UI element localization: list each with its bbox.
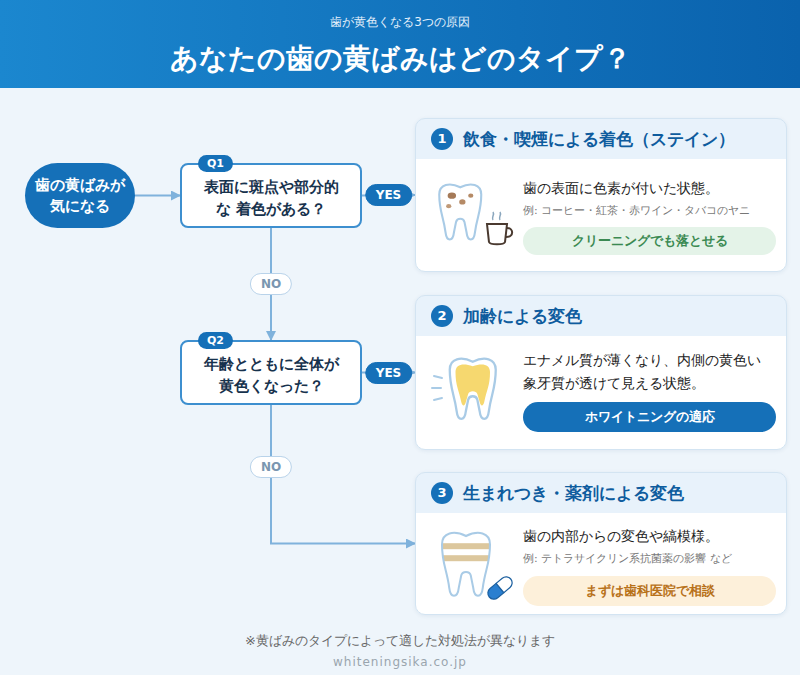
callout-number: 2 — [431, 305, 453, 327]
card-title: 生まれつき・薬剤による変色 — [463, 482, 776, 504]
number-text: 1 — [431, 128, 453, 150]
band-stripe — [436, 543, 496, 549]
no-label: NO — [250, 456, 292, 478]
question-text: 表面に斑点や部分的な 着色がある？ — [197, 176, 345, 220]
card-title: 加齢による変色 — [463, 305, 776, 327]
aged-tooth-illustration — [428, 354, 512, 432]
caption-note: ※黄ばみのタイプによって適した対処法が異なります — [0, 632, 800, 650]
card-example: 例: テトラサイクリン系抗菌薬の影響 など — [523, 551, 785, 567]
banded-tooth-illustration — [432, 526, 520, 608]
callout-number: 1 — [431, 128, 453, 150]
card-body: エナメル質が薄くなり、内側の黄色い 象牙質が透けて見える状態。 — [523, 349, 778, 395]
card-body: 歯の内部からの変色や縞模様。 — [523, 525, 778, 548]
cup-body — [487, 224, 507, 244]
action-text: クリーニングでも落とせる — [523, 227, 776, 255]
stain-spot — [448, 193, 456, 199]
band-stripe — [436, 555, 496, 561]
title: あなたの歯の黄ばみはどのタイプ？ — [0, 41, 800, 77]
number-text: 3 — [431, 482, 453, 504]
question-box: Q2年齢とともに全体が 黄色くなった？ — [180, 340, 362, 405]
start-pill: 歯の黄ばみが 気になる — [25, 163, 135, 228]
stain-spot — [459, 199, 465, 204]
action-pill: ホワイトニングの適応 — [523, 402, 776, 432]
question-tag: Q2 — [198, 332, 233, 349]
card-title: 飲食・喫煙による着色（ステイン） — [463, 128, 776, 150]
question-text: 年齢とともに全体が 黄色くなった？ — [197, 353, 345, 397]
flow-connector — [271, 405, 415, 544]
stain-spot — [468, 194, 473, 198]
question-box: Q1表面に斑点や部分的な 着色がある？ — [180, 163, 362, 228]
action-pill: まずは歯科医院で相談 — [523, 576, 776, 606]
stained-tooth-illustration — [432, 178, 520, 250]
action-text: ホワイトニングの適応 — [523, 402, 776, 432]
question-tag: Q1 — [198, 155, 233, 172]
start-text: 歯の黄ばみが 気になる — [32, 175, 128, 217]
no-label: NO — [250, 273, 292, 295]
action-text: まずは歯科医院で相談 — [523, 576, 776, 606]
stain-spot — [446, 204, 451, 208]
number-text: 2 — [431, 305, 453, 327]
yes-label: YES — [365, 362, 413, 384]
site-url: whiteningsika.co.jp — [0, 654, 800, 670]
subtitle: 歯が黄色くなる3つの原因 — [0, 13, 800, 31]
flow-connector — [135, 195, 180, 197]
callout-number: 3 — [431, 482, 453, 504]
card-body: 歯の表面に色素が付いた状態。 — [523, 177, 778, 200]
card-example: 例: コーヒー・紅茶・赤ワイン・タバコのヤニ — [523, 203, 785, 219]
action-pill: クリーニングでも落とせる — [523, 227, 776, 255]
yes-label: YES — [365, 184, 413, 206]
